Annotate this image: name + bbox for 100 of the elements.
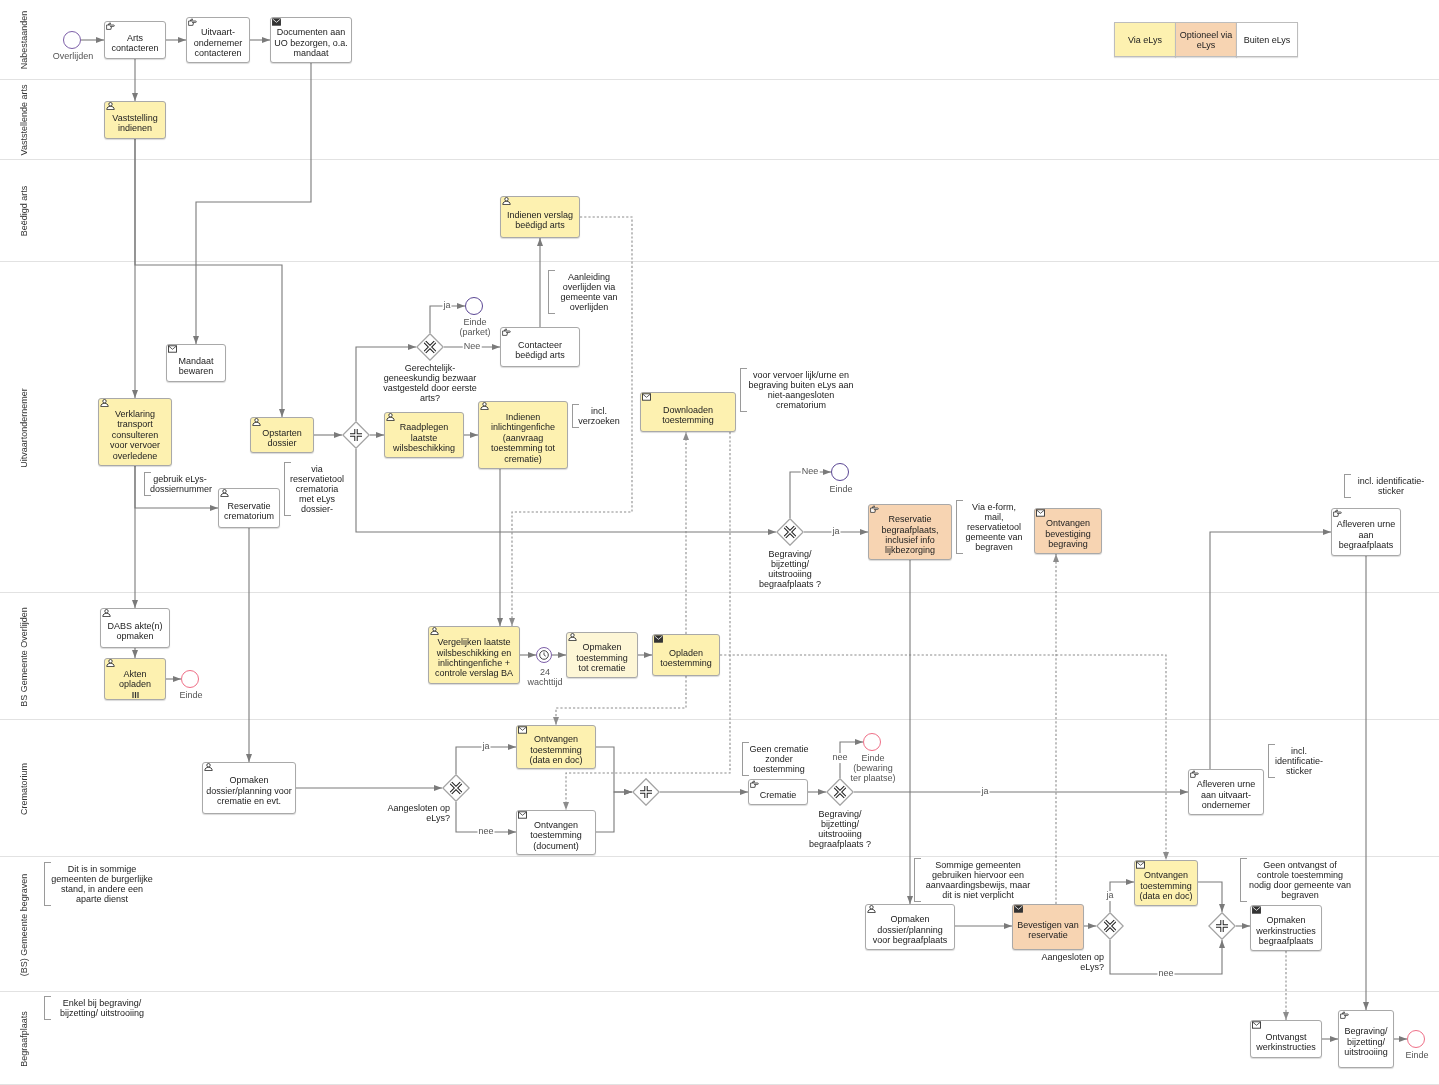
arrow — [355, 344, 417, 422]
text-annotation: Aanleiding overlijden via gemeente van overlijden — [548, 270, 626, 315]
arrow — [246, 527, 252, 763]
edge-label: ja — [1105, 891, 1115, 901]
arrow — [659, 789, 749, 795]
legend-label: Buiten eLys — [1243, 34, 1291, 45]
task-box — [652, 634, 720, 676]
arrow — [789, 469, 832, 519]
task-box — [1134, 860, 1198, 906]
task-label: Ontvangen toestemming (data en doc) — [528, 734, 584, 766]
arrow — [134, 138, 285, 418]
gateway-label: Aangesloten op eLys? — [1040, 952, 1104, 973]
task-label: Vergelijken laatste wilsbeschikking en inlichtingenfiche + controle verslag BA — [433, 637, 514, 679]
arrow — [295, 785, 443, 791]
task-label: Ontvangen toestemming (data en doc) — [1138, 870, 1194, 902]
arrow — [954, 923, 1013, 929]
dashed-arrow — [553, 675, 687, 726]
task-box — [104, 21, 166, 59]
task-label: Contacteer beëdigd arts — [514, 339, 566, 361]
task-label: Ontvangen toestemming (document) — [529, 820, 583, 851]
text-annotation: voor vervoer lijk/urne en begraving buiten eLys aan niet-aangesloten crematorium — [740, 368, 858, 413]
task-label: Crematie — [759, 789, 797, 801]
task-box — [250, 417, 314, 453]
edge-label: ja — [442, 301, 452, 311]
lane-label: Uitvaartondernemer — [19, 387, 29, 468]
task-box — [566, 632, 638, 678]
task-box — [1338, 1010, 1394, 1068]
task-label: Documenten aan UO bezorgen, o.a. mandaat — [274, 27, 348, 59]
dashed-arrow — [719, 654, 1169, 861]
text-annotation: Geen crematie zonder toestemming — [742, 742, 812, 777]
task-box — [640, 392, 736, 432]
task-box — [478, 401, 568, 469]
edge-label: nee — [477, 827, 495, 837]
legend-label: Via eLys — [1128, 34, 1162, 45]
dashed-arrow — [563, 431, 731, 811]
arrow — [165, 37, 187, 43]
swimlane — [0, 857, 1439, 992]
task-label: Afleveren urne aan begraafplaats — [1335, 519, 1397, 551]
arrow — [313, 432, 343, 438]
arrow — [249, 37, 271, 43]
task-box — [1012, 904, 1084, 950]
arrow — [1363, 555, 1369, 1011]
task-label: Downloaden toestemming — [661, 404, 715, 426]
arrow — [807, 789, 827, 795]
task-label: Afleveren urne aan uitvaart- ondernemer — [1195, 779, 1257, 811]
lane-label: Crematorium — [19, 762, 29, 815]
edge-label: Nee — [462, 342, 482, 352]
task-box — [1188, 769, 1264, 815]
arrow — [853, 789, 1189, 795]
arrow — [1109, 879, 1135, 913]
task-label: Opmaken dossier/planning voor begraafplaats — [871, 914, 949, 946]
arrow — [134, 465, 219, 511]
arrow — [193, 62, 312, 345]
event-label: Einde (bewaring ter plaatse) — [849, 754, 897, 784]
arrow — [551, 652, 567, 658]
gateway-label: Begraving/ bijzetting/ uitstrooiing begraafplaats ? — [757, 549, 822, 590]
text-annotation: Via e-form, mail, reservatietool gemeente van begraven — [956, 500, 1028, 555]
edge-label: Nee — [800, 467, 820, 477]
task-label: Raadplegen laatste wilsbeschikking — [392, 422, 456, 454]
arrow — [455, 744, 517, 775]
dashed-arrow — [683, 431, 689, 635]
task-box — [166, 344, 226, 382]
lane-label: BS Gemeente Overlijden — [19, 606, 29, 707]
task-box — [1250, 1020, 1322, 1058]
task-box — [868, 504, 952, 560]
arrow — [369, 432, 385, 438]
task-label: Mandaat bewaren — [177, 355, 215, 377]
task-label: Ontvangst werkinstructies — [1255, 1031, 1317, 1053]
text-annotation: Enkel bij begraving/ bijzetting/ uitstrooiing — [44, 996, 156, 1021]
event-label: Einde — [1405, 1051, 1429, 1061]
task-label: Reservatie begraafplaats, inclusief info lijkbezorging — [880, 514, 940, 556]
task-box — [202, 762, 296, 814]
task-label: Opmaken dossier/planning voor crematie en evt. — [206, 775, 292, 807]
task-label: Opmaken werkinstructies begraafplaats — [1255, 915, 1317, 947]
edge-label: ja — [481, 742, 491, 752]
task-label: Opladen toestemming — [659, 647, 713, 669]
lane-label: Beëdigd arts — [19, 185, 29, 237]
task-box — [1331, 508, 1401, 556]
task-box — [428, 626, 520, 684]
dashed-arrow — [1283, 950, 1289, 1021]
text-annotation: via reservatietool crematoria met eLys dossier- — [284, 462, 346, 517]
arrow — [497, 468, 503, 627]
arrow — [839, 739, 864, 779]
task-box — [500, 196, 580, 238]
task-box — [270, 17, 352, 63]
task-box — [100, 608, 170, 648]
task-box — [98, 398, 172, 466]
text-annotation: gebruik eLys-dossiernummer — [144, 472, 212, 497]
arrow — [907, 559, 913, 905]
arrow — [463, 432, 479, 438]
task-label: DABS akte(n) opmaken — [106, 620, 164, 642]
lane-label: (BS) Gemeente begraven — [19, 873, 29, 976]
event-label: Einde — [829, 485, 853, 495]
arrow — [455, 801, 517, 835]
task-box — [500, 327, 580, 367]
edge-label: nee — [831, 753, 849, 763]
task-label: Uitvaart- ondernemer contacteren — [192, 27, 244, 59]
task-label: Reservatie crematorium — [223, 500, 275, 522]
arrow — [132, 647, 138, 659]
edge-label: ja — [831, 527, 841, 537]
